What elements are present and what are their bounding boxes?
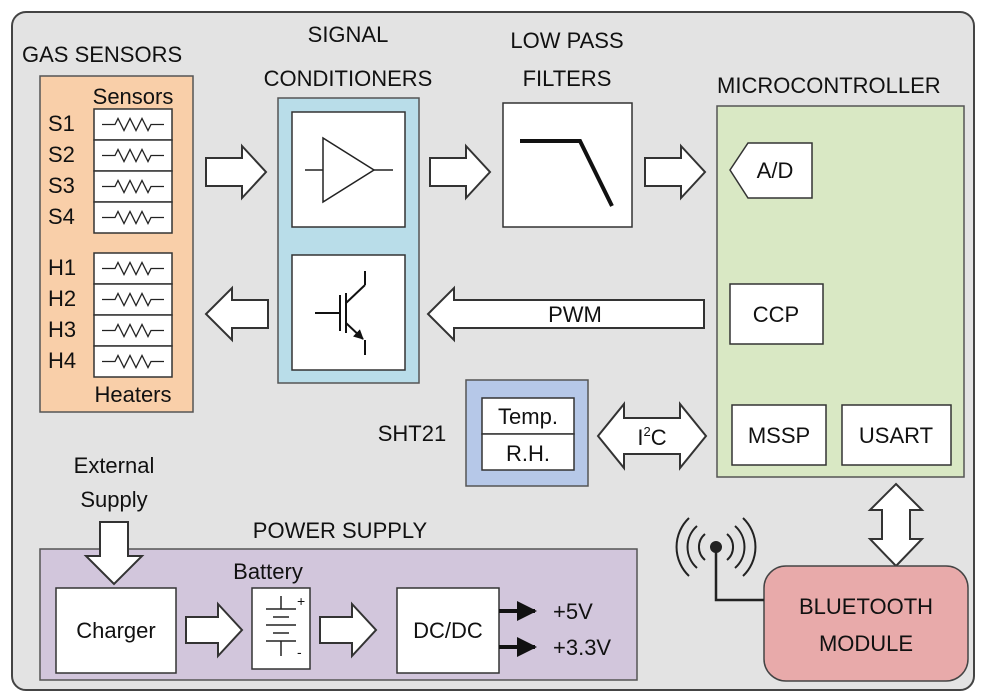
sensor-label-3: S3 — [48, 173, 75, 198]
sensors-caption: Sensors — [93, 84, 174, 109]
arrow-transistor-to-heaters — [204, 285, 269, 343]
arrow-filter-to-adc — [644, 143, 707, 201]
heater-label-3: H3 — [48, 317, 76, 342]
heater-label-4: H4 — [48, 348, 76, 373]
pwm-label: PWM — [548, 302, 602, 327]
transistor-icon — [315, 271, 366, 355]
arrow-amplifier-to-filter — [429, 143, 492, 201]
temp-block — [481, 397, 575, 435]
low-pass-filter-block — [502, 102, 633, 228]
out-5v-label: +5V — [553, 599, 593, 624]
sensor-label-1: S1 — [48, 111, 75, 136]
battery-minus-sign: - — [297, 644, 302, 660]
heater-resistor-icon-2 — [102, 292, 164, 307]
antenna-icon — [675, 517, 764, 602]
bluetooth-module-block — [763, 565, 969, 682]
signal-conditioners-title-1: SIGNAL — [308, 22, 389, 47]
external-supply-line-2: Supply — [80, 487, 147, 512]
sensor-resistor-icon-1 — [102, 117, 164, 132]
heater-label-2: H2 — [48, 286, 76, 311]
external-supply-arrow — [83, 521, 145, 586]
sensor-label-2: S2 — [48, 142, 75, 167]
adc-label: A/D — [757, 158, 794, 183]
low-pass-title-2: FILTERS — [523, 66, 612, 91]
dcdc-label: DC/DC — [413, 618, 483, 643]
mssp-block — [731, 404, 827, 466]
battery-label: Battery — [233, 559, 303, 584]
sensor-label-4: S4 — [48, 204, 75, 229]
usart-label: USART — [859, 423, 933, 448]
i2c-label: I2C — [637, 424, 666, 450]
heater-resistor-icon-4 — [102, 354, 164, 369]
low-pass-title-1: LOW PASS — [510, 28, 623, 53]
rh-label: R.H. — [506, 441, 550, 466]
pwm-arrow — [426, 285, 705, 343]
usart-block — [841, 404, 952, 466]
mssp-label: MSSP — [748, 423, 810, 448]
rh-block — [481, 433, 575, 471]
bluetooth-label-1: BLUETOOTH — [799, 594, 933, 619]
bluetooth-label-2: MODULE — [819, 631, 913, 656]
battery-icon — [266, 596, 296, 656]
out-3v3-label: +3.3V — [553, 635, 611, 660]
sensor-resistor-icon-4 — [102, 210, 164, 225]
ccp-label: CCP — [753, 302, 799, 327]
sensor-resistor-icon-2 — [102, 148, 164, 163]
heater-resistor-icon-3 — [102, 323, 164, 338]
charger-label: Charger — [76, 618, 155, 643]
amplifier-icon — [305, 136, 393, 204]
ccp-block — [729, 283, 824, 345]
dcdc-block — [396, 587, 500, 674]
microcontroller-title: MICROCONTROLLER — [717, 73, 941, 98]
low-pass-response-icon — [520, 139, 614, 207]
i2c-double-arrow — [596, 401, 708, 471]
temp-label: Temp. — [498, 404, 558, 429]
charger-block — [55, 587, 177, 674]
external-supply-line-1: External — [74, 453, 155, 478]
signal-conditioners-title-2: CONDITIONERS — [264, 66, 433, 91]
sensor-resistor-icon-3 — [102, 179, 164, 194]
transistor-block — [291, 254, 406, 371]
power-supply-title: POWER SUPPLY — [253, 518, 428, 543]
gas-sensors-title: GAS SENSORS — [22, 42, 182, 67]
arrow-battery-to-dcdc — [319, 601, 378, 659]
sht21-title: SHT21 — [378, 421, 446, 446]
arrow-sensors-to-amplifier — [205, 143, 268, 201]
heater-resistor-icon-1 — [102, 261, 164, 276]
arrow-charger-to-battery — [185, 601, 244, 659]
heater-label-1: H1 — [48, 255, 76, 280]
heaters-caption: Heaters — [94, 382, 171, 407]
battery-plus-sign: + — [297, 593, 305, 609]
adc-block — [729, 142, 813, 199]
